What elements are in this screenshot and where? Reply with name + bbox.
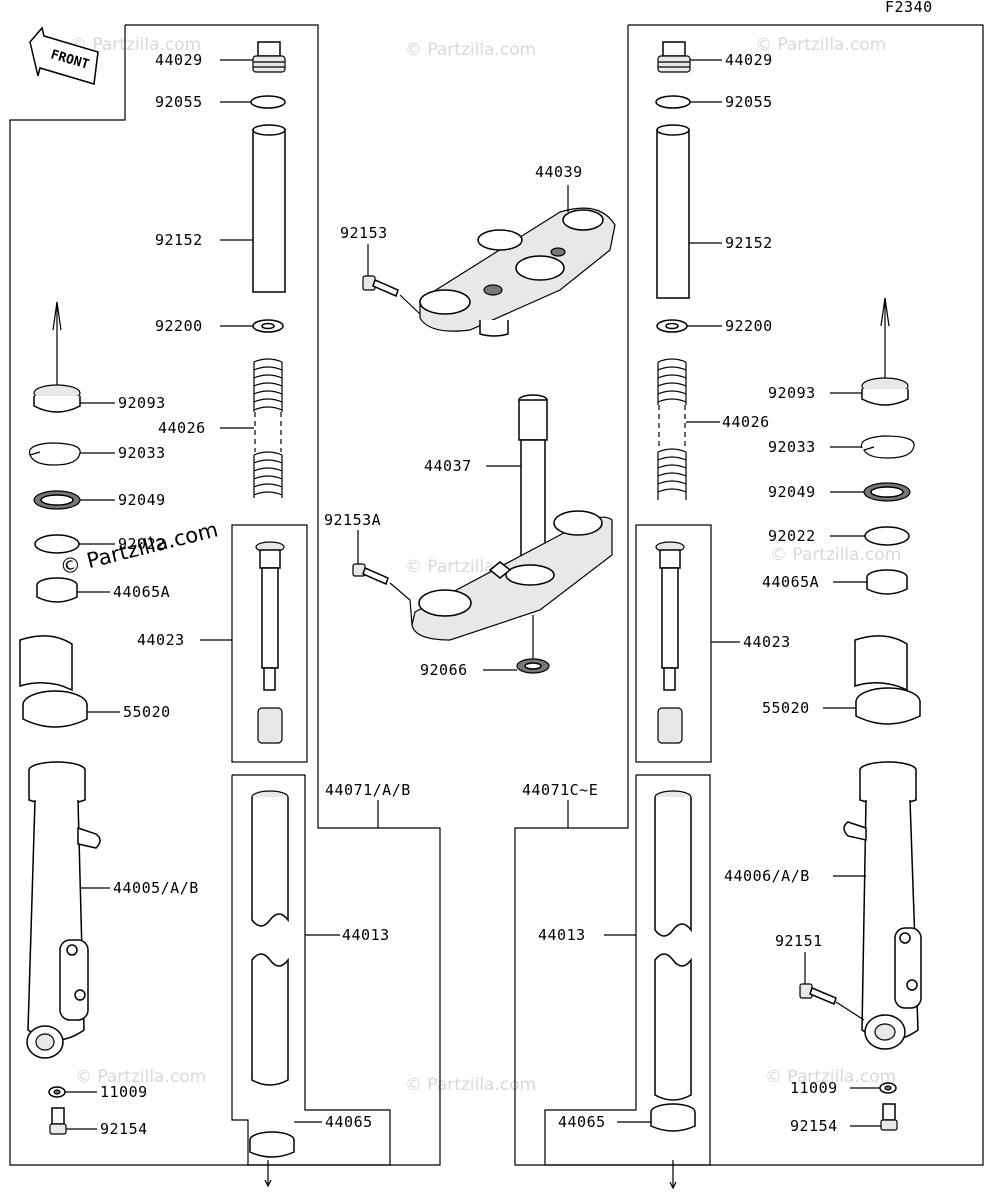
right-fork [604, 41, 922, 1190]
seal-92066 [516, 658, 550, 674]
clip-92033-right [860, 435, 915, 459]
outer-tube-44005-left [26, 761, 101, 1059]
collar-92152-right [656, 124, 690, 299]
watermark: © Partzilla.com [405, 1075, 536, 1095]
label-92049-left: 92049 [118, 491, 166, 509]
upper-bracket-44039 [419, 207, 616, 337]
label-92153A: 92153A [324, 511, 381, 529]
label-92055-right: 92055 [725, 93, 773, 111]
o-ring-92055-left [250, 95, 286, 109]
diagram-code: F2340 [885, 0, 933, 16]
watermark: © Partzilla.com [75, 1067, 206, 1087]
inner-tube-44013-left [251, 790, 289, 1086]
label-44023-left: 44023 [137, 631, 185, 649]
o-ring-92055-right [655, 95, 691, 109]
steering-stem-44037 [411, 394, 613, 641]
washer-92022-right [864, 526, 910, 546]
label-92154-right: 92154 [790, 1117, 838, 1135]
bush-44065-right [650, 1103, 696, 1132]
damper-44023-left [255, 541, 285, 744]
cap-bolt-44029-left [252, 41, 286, 73]
bolt-92153A [352, 563, 389, 586]
label-92200-left: 92200 [155, 317, 203, 335]
label-44005-left: 44005/A/B [113, 879, 199, 897]
label-44029-left: 44029 [155, 51, 203, 69]
watermark: © Partzilla.com [755, 35, 886, 55]
watermark: © Partzilla.com [770, 545, 901, 565]
label-92093-left: 92093 [118, 394, 166, 412]
bolt-92151 [799, 983, 837, 1006]
collar-92152-left [252, 124, 286, 293]
left-fork [19, 41, 340, 1188]
label-92093-right: 92093 [768, 384, 816, 402]
bolt-92154-right [880, 1103, 898, 1131]
damper-44023-right [655, 541, 685, 744]
label-92066: 92066 [420, 661, 468, 679]
label-44039: 44039 [535, 163, 583, 181]
label-92154-left: 92154 [100, 1120, 148, 1138]
part-labels: 44029 92055 92152 92200 92093 44026 9203… [100, 51, 838, 1138]
label-11009-left: 11009 [100, 1083, 148, 1101]
bush-44065A-left [36, 577, 78, 603]
label-92152-right: 92152 [725, 234, 773, 252]
label-92049-right: 92049 [768, 483, 816, 501]
label-11009-right: 11009 [790, 1079, 838, 1097]
label-44065-right: 44065 [558, 1113, 606, 1131]
label-44026-left: 44026 [158, 419, 206, 437]
label-92153: 92153 [340, 224, 388, 242]
bolt-92154-left [49, 1107, 67, 1135]
label-92033-right: 92033 [768, 438, 816, 456]
label-92200-right: 92200 [725, 317, 773, 335]
label-44029-right: 44029 [725, 51, 773, 69]
oil-seal-92049-left [33, 490, 81, 510]
label-44065A-right: 44065A [762, 573, 819, 591]
cap-bolt-44029-right [657, 41, 691, 73]
label-44071-right: 44071C~E [522, 781, 598, 799]
oil-seal-92049-right [863, 482, 911, 502]
spring-44026-left [253, 358, 283, 498]
protector-55020-right [854, 635, 921, 725]
bush-44065-left [249, 1131, 295, 1158]
front-arrow-icon: FRONT [29, 26, 99, 85]
label-92152-left: 92152 [155, 231, 203, 249]
dust-seal-92093-right [861, 377, 909, 406]
label-55020-right: 55020 [762, 699, 810, 717]
label-44026-right: 44026 [722, 413, 770, 431]
label-44065A-left: 44065A [113, 583, 170, 601]
spring-44026-right [657, 358, 687, 500]
label-55020-left: 55020 [123, 703, 171, 721]
label-44023-right: 44023 [743, 633, 791, 651]
label-44013-left: 44013 [342, 926, 390, 944]
label-44037: 44037 [424, 457, 472, 475]
watermark: © Partzilla.com [405, 40, 536, 60]
protector-55020-left [19, 635, 88, 728]
label-44006-right: 44006/A/B [724, 867, 810, 885]
label-92033-left: 92033 [118, 444, 166, 462]
label-44071-left: 44071/A/B [325, 781, 411, 799]
label-92022-left: 92022 [118, 535, 166, 553]
label-44065-left: 44065 [325, 1113, 373, 1131]
clip-92033-left [28, 442, 81, 466]
center-parts [352, 185, 616, 674]
outer-tube-44006-right [843, 761, 922, 1050]
label-92055-left: 92055 [155, 93, 203, 111]
label-92022-right: 92022 [768, 527, 816, 545]
washer-92022-left [34, 534, 80, 554]
inner-tube-44013-right [654, 790, 692, 1101]
dust-seal-92093-left [33, 384, 81, 413]
group-outlines [9, 24, 984, 1166]
watermark: © Partzilla.com [70, 35, 201, 55]
label-92151: 92151 [775, 932, 823, 950]
bolt-92153 [362, 275, 399, 298]
watermark: © Partzilla.com [765, 1067, 896, 1087]
bush-44065A-right [866, 569, 908, 595]
label-44013-right: 44013 [538, 926, 586, 944]
